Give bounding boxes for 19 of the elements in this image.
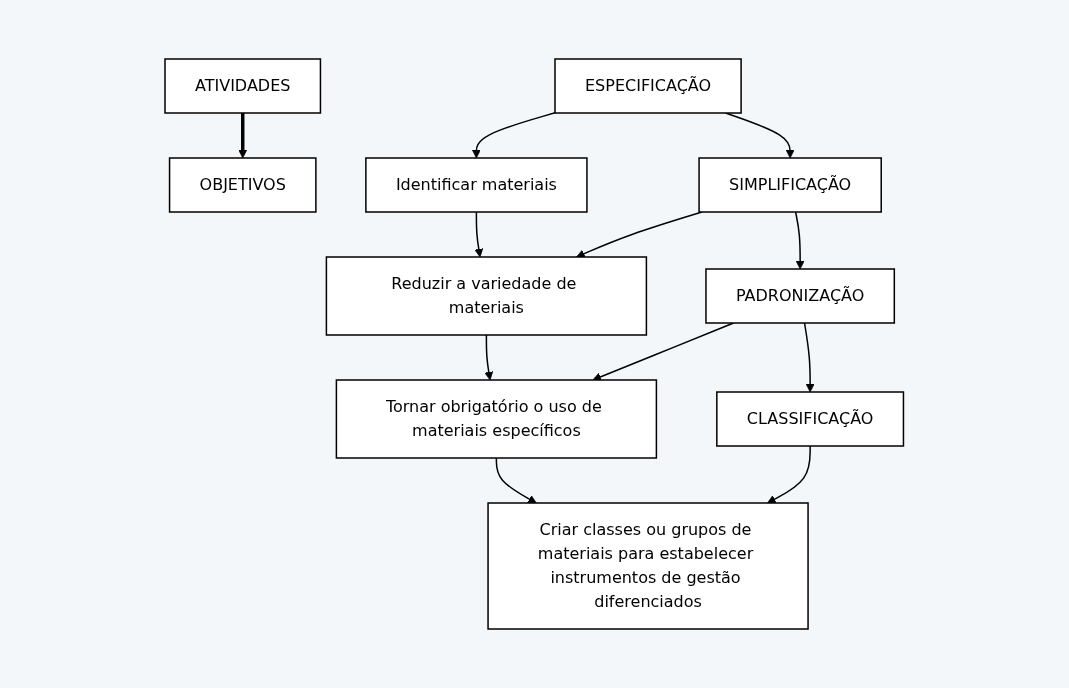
arrow [804, 322, 815, 393]
arrow [484, 334, 494, 381]
arrow [767, 445, 812, 504]
node-box: ESPECIFICAÇÃO [554, 58, 743, 114]
node-box: ATIVIDADES [164, 58, 322, 114]
arrow [238, 113, 248, 159]
arrow [474, 211, 484, 258]
node-box: CLASSIFICAÇÃO [716, 391, 905, 447]
node-box: Tornar obrigatório o uso de materiais específicos [335, 379, 658, 459]
arrow [795, 211, 805, 270]
arrow [495, 457, 537, 504]
arrow [576, 211, 703, 258]
node-box: PADRONIZAÇÃO [705, 268, 896, 324]
node-box: OBJETIVOS [169, 157, 317, 213]
arrow [472, 112, 556, 159]
node-box: Identificar materiais [365, 157, 588, 213]
node-box: Reduzir a variedade de materiais [325, 256, 648, 336]
node-box: SIMPLIFICAÇÃO [698, 157, 883, 213]
node-box: Criar classes ou grupos de materiais para estabelecer instrumentos de gestão diferenciados [487, 502, 810, 630]
